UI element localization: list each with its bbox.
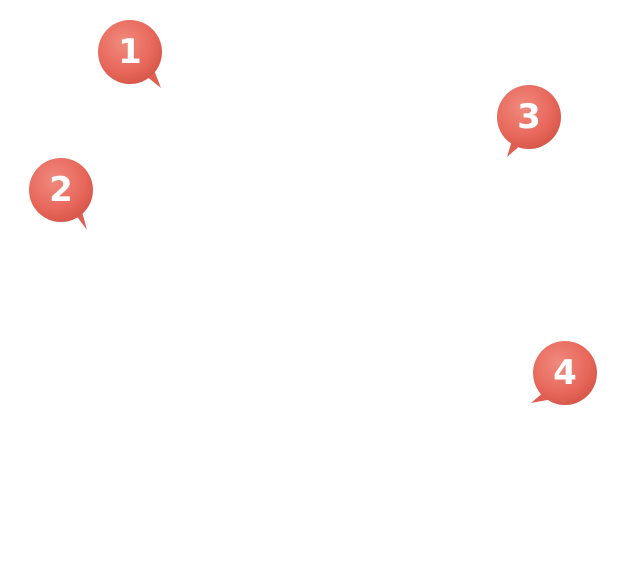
marker-4[interactable]: 4 (531, 341, 603, 417)
marker-number: 2 (49, 170, 73, 210)
speech-bubble-icon (29, 158, 93, 230)
marker-number: 4 (553, 353, 577, 393)
marker-number: 1 (118, 32, 142, 72)
marker-2[interactable]: 2 (29, 158, 101, 234)
marker-3[interactable]: 3 (495, 83, 567, 159)
marker-number: 3 (517, 97, 541, 137)
speech-bubble-icon (98, 20, 162, 88)
speech-bubble-icon (497, 85, 561, 157)
speech-bubble-icon (531, 341, 597, 405)
marker-1[interactable]: 1 (98, 20, 170, 96)
